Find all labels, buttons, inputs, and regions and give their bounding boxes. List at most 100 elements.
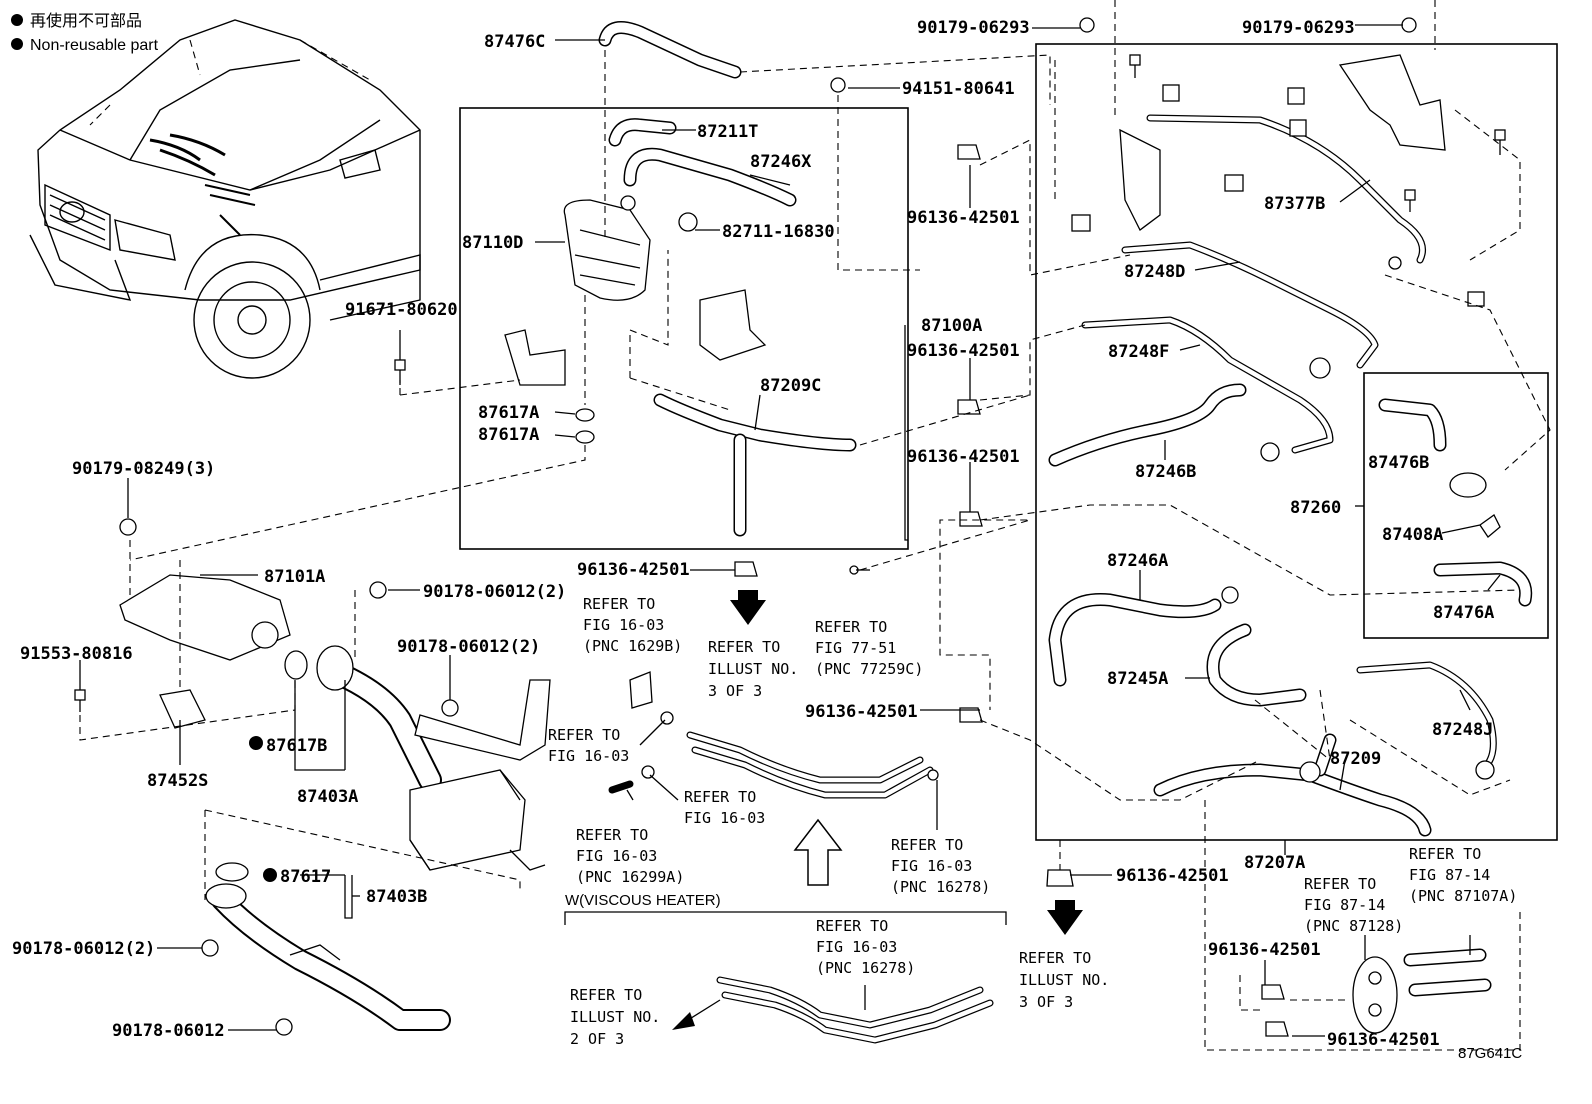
- legend-jp-text: 再使用不可部品: [30, 12, 142, 30]
- gasket-icon: [575, 408, 595, 422]
- part-shapes: [74, 17, 1506, 1037]
- nut-icon: [119, 518, 137, 536]
- svg-text:FIG 16-03: FIG 16-03: [548, 747, 629, 765]
- part-label[interactable]: 96136-42501: [907, 208, 1020, 228]
- refer-note[interactable]: REFER TO ILLUST NO. 3 OF 3: [708, 638, 798, 700]
- refer-note[interactable]: REFER TO FIG 87-14 (PNC 87128): [1304, 875, 1403, 935]
- svg-text:REFER TO: REFER TO: [891, 836, 963, 854]
- nut-icon: [275, 1018, 293, 1036]
- refer-note[interactable]: REFER TO FIG 16-03 (PNC 16299A): [576, 826, 684, 886]
- part-label[interactable]: 90179-06293: [1242, 18, 1355, 38]
- part-label[interactable]: 96136-42501: [1208, 940, 1321, 960]
- svg-text:REFER TO: REFER TO: [548, 726, 620, 744]
- part-label[interactable]: 87408A: [1382, 525, 1443, 545]
- nut-icon: [201, 939, 219, 957]
- part-label[interactable]: 82711-16830: [722, 222, 835, 242]
- svg-text:(PNC 87107A): (PNC 87107A): [1409, 887, 1517, 905]
- part-label[interactable]: 87246A: [1107, 551, 1168, 571]
- group-label: W(VISCOUS HEATER): [565, 892, 721, 909]
- part-label[interactable]: 87476B: [1368, 453, 1429, 473]
- svg-text:FIG 16-03: FIG 16-03: [583, 616, 664, 634]
- part-label[interactable]: 96136-42501: [907, 341, 1020, 361]
- connector-icon: [678, 212, 698, 232]
- grommet-icon: [1352, 956, 1398, 1034]
- svg-text:FIG 16-03: FIG 16-03: [684, 809, 765, 827]
- part-label[interactable]: 90178-06012(2): [423, 582, 566, 602]
- refer-note[interactable]: REFER TO ILLUST NO. 2 OF 3: [570, 986, 660, 1048]
- nut-icon: [1401, 17, 1417, 33]
- part-label[interactable]: 87476C: [484, 32, 545, 52]
- refer-note[interactable]: REFER TO FIG 87-14 (PNC 87107A): [1409, 845, 1517, 905]
- part-label[interactable]: 87246X: [750, 152, 812, 172]
- svg-text:FIG 16-03: FIG 16-03: [891, 857, 972, 875]
- bracket-icon: [699, 289, 767, 361]
- refer-note[interactable]: REFER TO FIG 16-03 (PNC 16278): [891, 836, 990, 896]
- svg-text:REFER TO: REFER TO: [1304, 875, 1376, 893]
- bushing-icon: [1071, 214, 1091, 232]
- svg-text:(PNC 87128): (PNC 87128): [1304, 917, 1403, 935]
- arrow-up-icon: [793, 818, 843, 886]
- part-label[interactable]: 87260: [1290, 498, 1341, 518]
- leader-lines: [79, 24, 1501, 1037]
- non-reusable-bullet-icon: [249, 736, 263, 750]
- refer-note[interactable]: REFER TO FIG 16-03 (PNC 16278): [816, 917, 915, 977]
- part-label[interactable]: 87246B: [1135, 462, 1196, 482]
- bushing-icon: [1289, 119, 1307, 137]
- clamp-icon: [641, 765, 655, 779]
- svg-text:ILLUST NO.: ILLUST NO.: [1019, 971, 1109, 989]
- part-label[interactable]: 87476A: [1433, 603, 1494, 623]
- part-label[interactable]: 91553-80816: [20, 644, 133, 664]
- part-label[interactable]: 87452S: [147, 771, 208, 791]
- valve-icon: [1449, 472, 1487, 498]
- svg-text:3 OF 3: 3 OF 3: [1019, 993, 1073, 1011]
- refer-note[interactable]: REFER TO FIG 16-03: [684, 788, 765, 827]
- part-label[interactable]: 87617A: [478, 403, 539, 423]
- part-label[interactable]: 87617B: [266, 736, 327, 756]
- part-label[interactable]: 87211T: [697, 122, 758, 142]
- refer-note[interactable]: REFER TO FIG 16-03: [548, 726, 629, 765]
- refer-note[interactable]: REFER TO FIG 16-03 (PNC 1629B): [583, 595, 682, 655]
- part-label[interactable]: 90178-06012(2): [397, 637, 540, 657]
- part-label[interactable]: 87248F: [1108, 342, 1169, 362]
- nut-icon: [1079, 17, 1095, 33]
- part-label[interactable]: 87100A: [921, 316, 982, 336]
- part-label[interactable]: 87617A: [478, 425, 539, 445]
- part-label[interactable]: 96136-42501: [1116, 866, 1229, 886]
- bushing-icon: [1467, 291, 1485, 307]
- clamp-icon: [959, 511, 983, 527]
- svg-text:REFER TO: REFER TO: [815, 618, 887, 636]
- bracket-icon: [1338, 54, 1446, 151]
- part-label[interactable]: 87209: [1330, 749, 1381, 769]
- part-label[interactable]: 94151-80641: [902, 79, 1015, 99]
- part-label[interactable]: 96136-42501: [907, 447, 1020, 467]
- bracket-icon: [159, 689, 206, 729]
- part-label[interactable]: 87403B: [366, 887, 427, 907]
- part-label[interactable]: 96136-42501: [577, 560, 690, 580]
- part-label[interactable]: 90179-06293: [917, 18, 1030, 38]
- svg-text:3 OF 3: 3 OF 3: [708, 682, 762, 700]
- part-label[interactable]: 87248J: [1432, 720, 1493, 740]
- part-label[interactable]: 87209C: [760, 376, 821, 396]
- part-label[interactable]: 87207A: [1244, 853, 1305, 873]
- part-label[interactable]: 87245A: [1107, 669, 1168, 689]
- part-label[interactable]: 87110D: [462, 233, 523, 253]
- part-label[interactable]: 90178-06012: [112, 1021, 225, 1041]
- part-label[interactable]: 96136-42501: [805, 702, 918, 722]
- part-label[interactable]: 96136-42501: [1327, 1030, 1440, 1050]
- part-label[interactable]: 91671-80620: [345, 300, 458, 320]
- refer-note[interactable]: REFER TO ILLUST NO. 3 OF 3: [1019, 949, 1109, 1011]
- part-label[interactable]: 87617: [280, 867, 331, 887]
- clamp-icon: [1046, 869, 1074, 887]
- plug-icon: [629, 671, 653, 709]
- part-label[interactable]: 87403A: [297, 787, 358, 807]
- svg-text:FIG 77-51: FIG 77-51: [815, 639, 896, 657]
- part-label[interactable]: 90179-08249(3): [72, 459, 215, 479]
- part-label[interactable]: 87101A: [264, 567, 325, 587]
- part-label[interactable]: 87377B: [1264, 194, 1325, 214]
- bracket-icon: [1119, 128, 1161, 231]
- pipe-assembly-box: [1035, 43, 1558, 841]
- refer-note[interactable]: REFER TO FIG 77-51 (PNC 77259C): [815, 618, 923, 678]
- part-label[interactable]: 87248D: [1124, 262, 1185, 282]
- part-label[interactable]: 90178-06012(2): [12, 939, 155, 959]
